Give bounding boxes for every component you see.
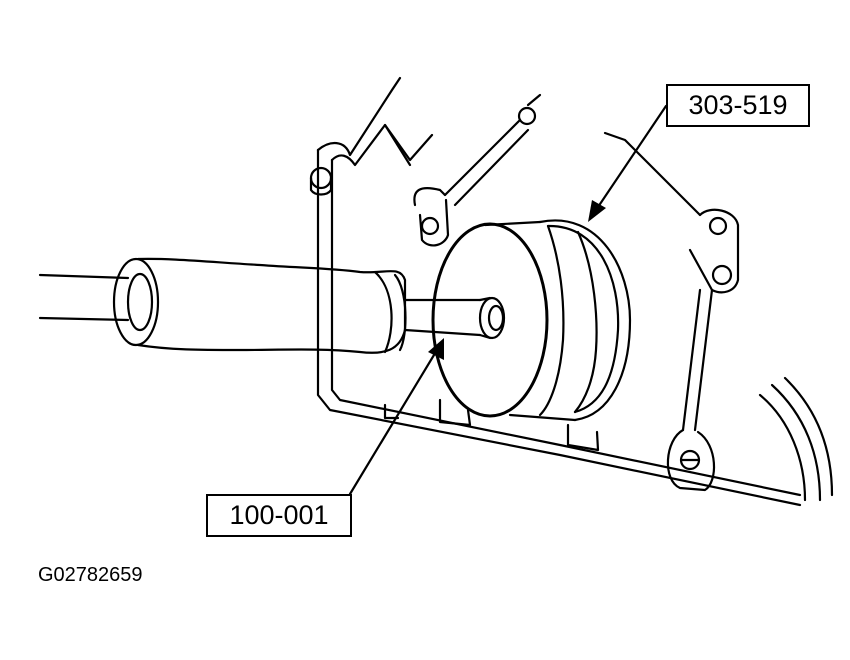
callout-100-001: 100-001 [206, 494, 352, 537]
arrowhead-303-519 [588, 200, 606, 222]
arrowhead-100-001 [428, 338, 444, 360]
leader-100-001 [348, 348, 439, 496]
leader-303-519 [594, 104, 668, 212]
engine-housing [309, 76, 834, 507]
callout-303-519: 303-519 [666, 84, 810, 127]
figure-id-label: G02782659 [38, 564, 143, 586]
seal-installer-tool [431, 219, 632, 422]
slide-hammer [38, 257, 506, 354]
